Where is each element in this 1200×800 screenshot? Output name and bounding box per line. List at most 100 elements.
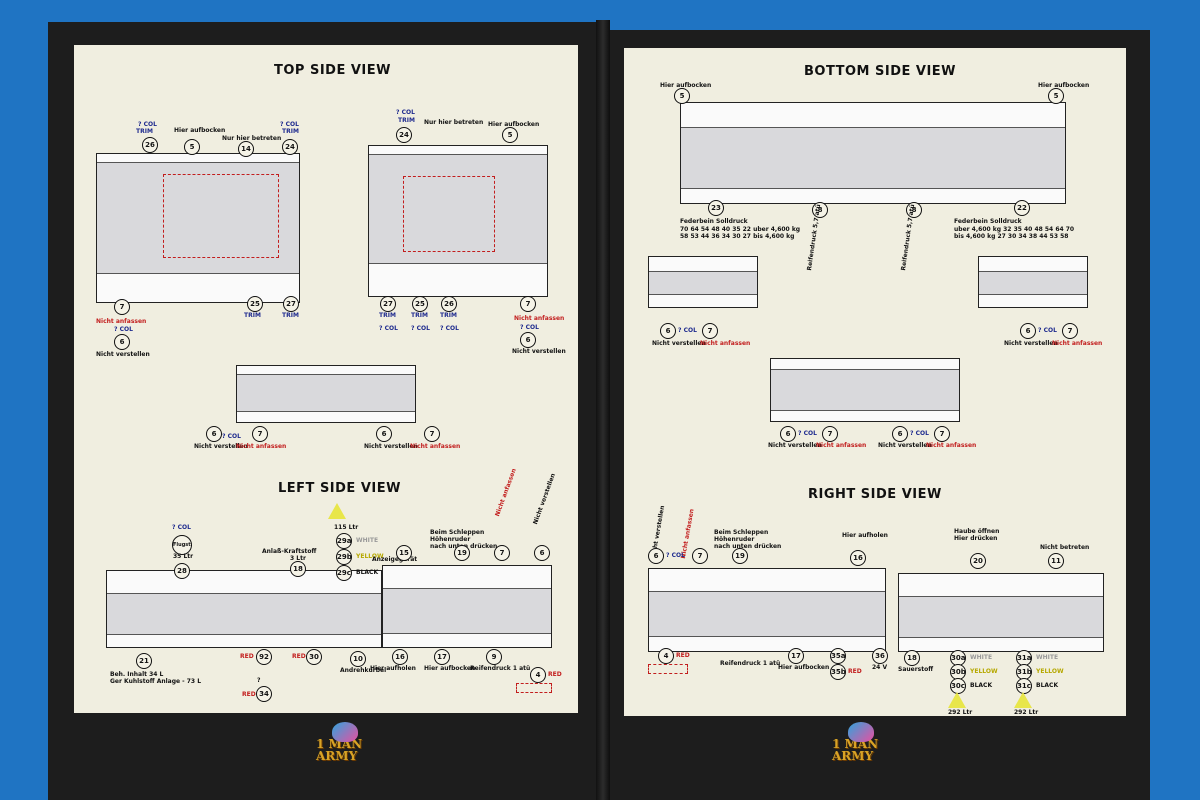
callout-6: 6 (114, 334, 130, 350)
label-red: RED (292, 653, 306, 660)
booklet-spine (596, 20, 610, 800)
label-hier-drucken: Hier drücken (954, 535, 998, 542)
left-view-rear-fuselage-panel (382, 565, 552, 648)
callout-15: 15 (396, 545, 412, 561)
top-view-title: TOP SIDE VIEW (274, 63, 391, 78)
top-view-right-wing-panel (368, 145, 548, 297)
label-col: ? COL (520, 324, 539, 331)
callout-18: 18 (904, 650, 920, 666)
label-federbein: Federbein Solldruck (680, 218, 748, 225)
label-beim-schleppen: Beim Schleppen (430, 529, 485, 536)
label-white: WHITE (1036, 654, 1059, 661)
label-federbein: Federbein Solldruck (954, 218, 1022, 225)
callout-28: 28 (174, 563, 190, 579)
label-hier-aufbocken: Hier aufbocken (424, 665, 476, 672)
fuselage-skin (899, 596, 1103, 638)
label-col: ? COL (798, 430, 817, 437)
callout-30: 30 (306, 649, 322, 665)
label-trim: TRIM (379, 312, 396, 319)
right-view-title: RIGHT SIDE VIEW (808, 487, 942, 502)
brand-logo-left: 1 MAN ARMY (316, 722, 362, 762)
label-anlass-kraftstoff: Anlaß-Kraftstoff (262, 548, 317, 555)
label-nicht-verstellen: Nicht verstellen (96, 351, 150, 358)
walkway-zone (403, 176, 495, 252)
red-marking-box (516, 683, 552, 693)
label-red: RED (676, 652, 690, 659)
callout-22: 22 (1014, 200, 1030, 216)
label-reifendruck: Reifendruck 5,7 atü (806, 203, 823, 271)
label-trim: TRIM (411, 312, 428, 319)
callout-26: 26 (142, 137, 158, 153)
callout-6: 6 (520, 332, 536, 348)
callout-7: 7 (934, 426, 950, 442)
callout-7: 7 (1062, 323, 1078, 339)
wing-skin (369, 154, 547, 264)
callout-27: 27 (283, 296, 299, 312)
label-red: RED (242, 691, 256, 698)
label-3-ltr: 3 Ltr (290, 555, 306, 562)
right-view-forward-fuselage-panel (898, 573, 1104, 652)
label-col: ? COL (138, 121, 157, 128)
callout-36: 36 (872, 648, 888, 664)
callout-24: 24 (282, 139, 298, 155)
aileron-skin (649, 271, 757, 295)
fuel-roundel: Flugst. (172, 535, 193, 555)
label-nur-hier-betreten: Nur hier betreten (222, 135, 282, 142)
label-nicht-verstellen: Nicht verstellen (512, 348, 566, 355)
label-nach-unten: nach unten drücken (714, 543, 782, 550)
label-federbein-row1: 70 64 54 48 40 35 22 uber 4,600 kg (680, 226, 801, 233)
label-col: ? COL (379, 325, 398, 332)
label-andrehkurbel: Andrehkurbel (340, 667, 387, 674)
bottom-view-wing-panel (680, 102, 1066, 204)
callout-7: 7 (252, 426, 268, 442)
label-ger-kuhlstoff: Ger Kuhlstoff Anlage - 73 L (110, 678, 202, 685)
callout-5: 5 (184, 139, 200, 155)
label-nicht-anfassen: Nicht anfassen (700, 340, 751, 347)
label-ltr: 292 Ltr (948, 709, 973, 716)
label-col: ? COL (280, 121, 299, 128)
label-black: BLACK (356, 569, 379, 576)
wing-skin (97, 162, 299, 274)
label-hier-aufbocken: Hier aufbocken (660, 82, 712, 89)
top-view-left-wing-panel (96, 153, 300, 303)
label-trim: TRIM (440, 312, 457, 319)
fuel-triangle (948, 692, 966, 708)
label-white: WHITE (970, 654, 993, 661)
label-nicht-anfassen: Nicht anfassen (514, 315, 565, 322)
label-trim: TRIM (282, 128, 299, 135)
callout-7: 7 (114, 299, 130, 315)
logo-line-2: ARMY (832, 749, 874, 763)
callout-92: 92 (256, 649, 272, 665)
callout-6: 6 (892, 426, 908, 442)
callout-34: 34 (256, 686, 272, 702)
label-nur-hier-betreten: Nur hier betreten (424, 119, 484, 126)
label-haube-offnen: Haube öffnen (954, 528, 1000, 535)
callout-10: 10 (350, 651, 366, 667)
label-red: RED (548, 671, 562, 678)
label-yellow: YELLOW (970, 668, 998, 675)
callout-14: 14 (238, 141, 254, 157)
label-federbein-row1: uber 4,600 kg 32 35 40 48 54 64 70 (954, 226, 1075, 233)
right-view-rear-fuselage-panel (648, 568, 886, 652)
label-trim: TRIM (136, 128, 153, 135)
bottom-view-aileron-right-panel (978, 256, 1088, 308)
callout-17: 17 (788, 648, 804, 664)
callout-5: 5 (1048, 88, 1064, 104)
callout-24: 24 (396, 127, 412, 143)
callout-7: 7 (692, 548, 708, 564)
label-nicht-verstellen: Nicht verstellen (194, 443, 248, 450)
label-sauerstoff: Sauerstoff (898, 666, 934, 673)
bottom-view-title: BOTTOM SIDE VIEW (804, 64, 957, 79)
callout-25: 25 (247, 296, 263, 312)
callout-18: 18 (290, 561, 306, 577)
callout-25: 25 (412, 296, 428, 312)
label-beim-schleppen: Beim Schleppen (714, 529, 769, 536)
label-nicht-anfassen: Nicht anfassen (494, 467, 518, 518)
callout-16: 16 (392, 649, 408, 665)
label-reifendruck: Reifendruck 5,7 atü (900, 203, 917, 271)
label-anzeigegerat: Anzeigegerät (372, 556, 418, 563)
callout-6: 6 (660, 323, 676, 339)
fuel-triangle (1014, 692, 1032, 708)
callout-7: 7 (822, 426, 838, 442)
label-col: ? COL (114, 326, 133, 333)
